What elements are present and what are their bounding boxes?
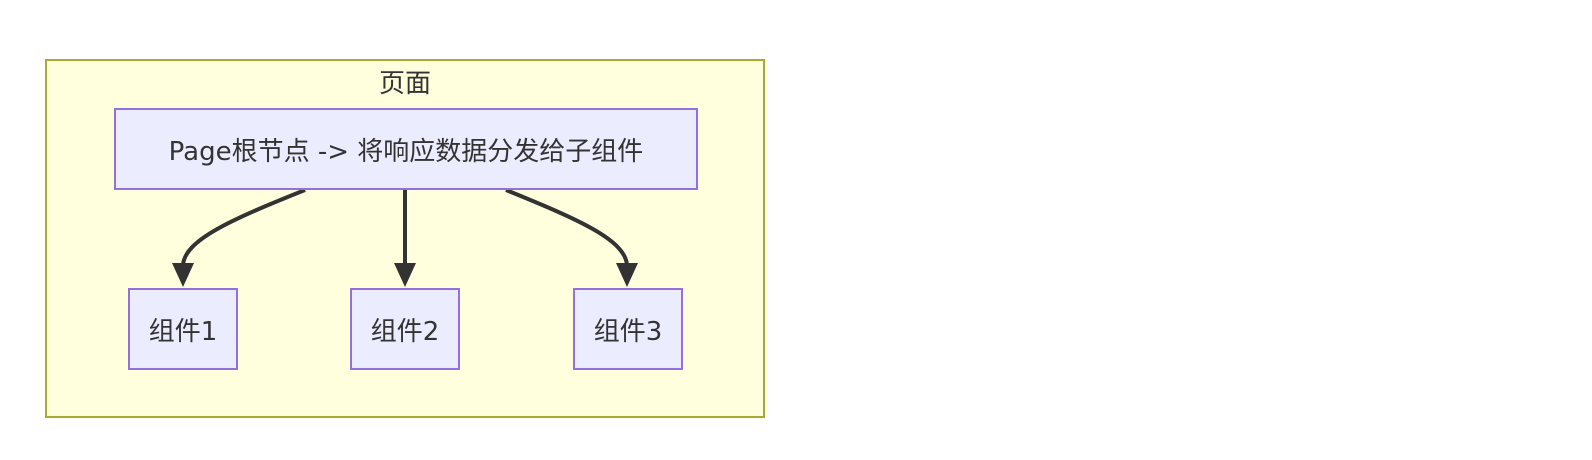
node-component-1: 组件1 bbox=[128, 288, 238, 370]
node-root: Page根节点 -> 将响应数据分发给子组件 bbox=[114, 108, 698, 190]
node-component-2-label: 组件2 bbox=[370, 316, 440, 347]
node-component-3: 组件3 bbox=[573, 288, 683, 370]
node-root-label: Page根节点 -> 将响应数据分发给子组件 bbox=[168, 136, 644, 167]
cluster-title: 页面 bbox=[378, 69, 431, 99]
node-component-3-label: 组件3 bbox=[593, 316, 663, 347]
node-component-1-label: 组件1 bbox=[148, 316, 218, 347]
node-component-2: 组件2 bbox=[350, 288, 460, 370]
